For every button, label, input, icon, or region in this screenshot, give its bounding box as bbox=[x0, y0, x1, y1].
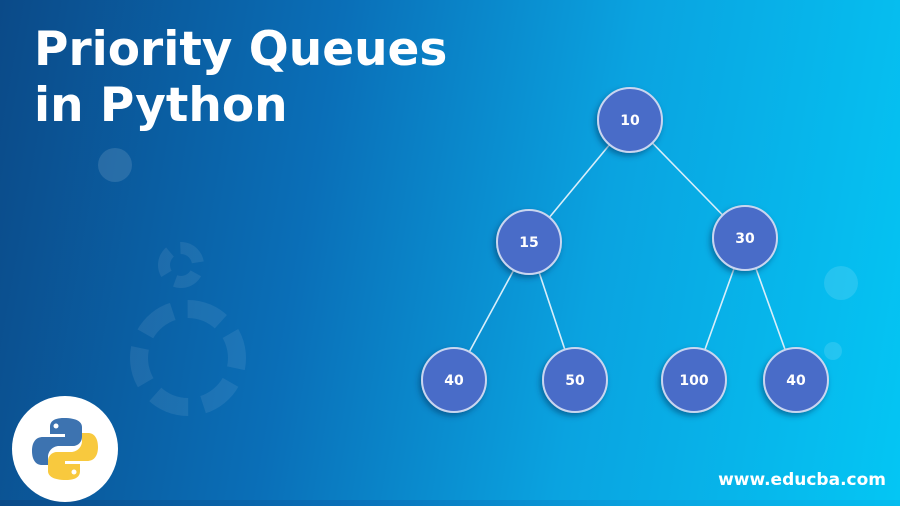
website-url[interactable]: www.educba.com bbox=[718, 470, 886, 490]
tree-node: 10 bbox=[597, 87, 663, 153]
decorative-circle bbox=[824, 266, 858, 300]
tree-node: 100 bbox=[661, 347, 727, 413]
title-line-1: Priority Queues bbox=[34, 22, 448, 77]
tree-node-circle bbox=[597, 87, 663, 153]
tree-node: 40 bbox=[763, 347, 829, 413]
tree-node-label: 50 bbox=[565, 373, 585, 389]
tree-node-label: 40 bbox=[786, 373, 806, 389]
tree-node: 15 bbox=[496, 209, 562, 275]
tree-node-label: 30 bbox=[735, 231, 755, 247]
tree-node-label: 15 bbox=[519, 235, 538, 251]
tree-node-circle bbox=[661, 347, 727, 413]
decorative-circle bbox=[98, 148, 132, 182]
tree-node: 40 bbox=[421, 347, 487, 413]
python-logo-icon bbox=[32, 418, 98, 480]
tree-node-circle bbox=[421, 347, 487, 413]
tree-node-label: 40 bbox=[444, 373, 464, 389]
tree-node-label: 100 bbox=[679, 373, 708, 389]
tree-node-circle bbox=[496, 209, 562, 275]
python-logo bbox=[12, 396, 118, 502]
tree-node-label: 10 bbox=[620, 113, 640, 129]
tree-node-circle bbox=[712, 205, 778, 271]
tree-node-circle bbox=[763, 347, 829, 413]
tree-node-circle bbox=[542, 347, 608, 413]
page-title: Priority Queues in Python bbox=[34, 22, 447, 134]
decorative-circle bbox=[824, 342, 842, 360]
tree-node: 50 bbox=[542, 347, 608, 413]
title-line-2: in Python bbox=[34, 78, 288, 133]
tree-node: 30 bbox=[712, 205, 778, 271]
